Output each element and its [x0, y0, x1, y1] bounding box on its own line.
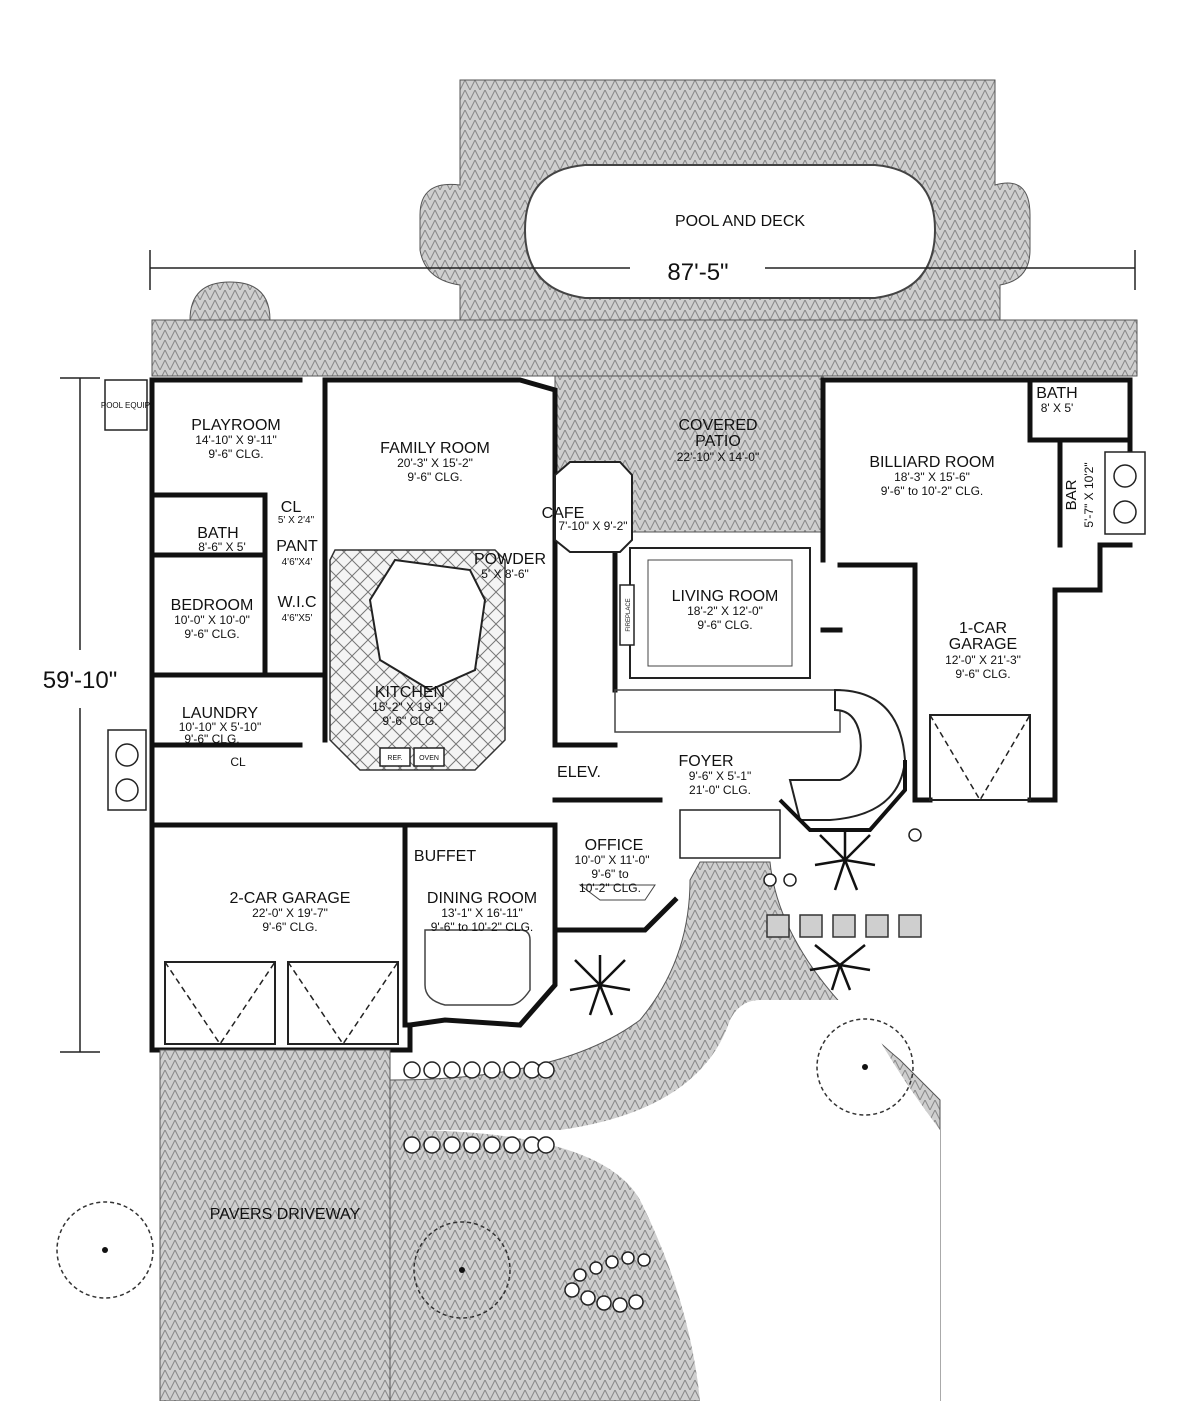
- office-clg-2: 10'-2" CLG.: [579, 881, 641, 895]
- living-room-outline: [629, 547, 811, 679]
- living-room-name: LIVING ROOM: [672, 588, 779, 605]
- interior-walls: [149, 377, 1133, 1028]
- shrubs: [403, 828, 922, 1313]
- billiard-room-dims: 18'-3" X 15'-6": [894, 470, 970, 484]
- office-bay: [578, 884, 656, 901]
- garage-1-clg: 9'-6" CLG.: [955, 667, 1010, 681]
- family-room-clg: 9'-6" CLG.: [407, 470, 462, 484]
- playroom-clg: 9'-6" CLG.: [208, 447, 263, 461]
- playroom-dims: 14'-10" X 9'-11": [195, 433, 277, 447]
- width-label: 87'-5": [667, 259, 728, 286]
- office-clg-1: 9'-6" to: [591, 867, 629, 881]
- office-dims: 10'-0" X 11'-0": [575, 853, 650, 867]
- dining-table: [424, 929, 531, 1006]
- laundry-name: LAUNDRY: [182, 705, 259, 722]
- pantry-name: PANT: [276, 538, 318, 555]
- oven-label: OVEN: [419, 755, 439, 762]
- billiard-room-name: BILLIARD ROOM: [869, 454, 994, 471]
- wic-dims: 4'6"X5': [282, 613, 313, 624]
- kitchen-island: [368, 558, 487, 692]
- depth-label: 59'-10": [43, 667, 117, 694]
- rear-pavers: [151, 319, 1138, 377]
- width-dimension: 87'-5": [149, 250, 1136, 290]
- pool-equip-box: [104, 379, 148, 431]
- fridge: [379, 747, 411, 767]
- bath-upper-dims: 8' X 5': [1041, 401, 1074, 415]
- driveway-pavers: [159, 1049, 391, 1401]
- kitchen-clg: 9'-6" CLG.: [382, 714, 437, 728]
- wic-name: W.I.C: [277, 594, 316, 611]
- planter-squares: [766, 914, 922, 938]
- foyer-clg: 21'-0" CLG.: [689, 783, 751, 797]
- living-room-clg: 9'-6" CLG.: [697, 618, 752, 632]
- playroom-name: PLAYROOM: [191, 417, 281, 434]
- buffet-name: BUFFET: [414, 848, 476, 865]
- kitchen-dims: 15'-2" X 19'-1": [372, 700, 448, 714]
- foyer-name: FOYER: [678, 753, 733, 770]
- garage-doors: [164, 714, 1031, 1046]
- fireplace-label: FIREPLACE: [626, 598, 632, 631]
- covered-patio-name-2: PATIO: [695, 433, 741, 450]
- garage-2-clg: 9'-6" CLG.: [262, 920, 317, 934]
- bath-left-dims: 8'-6" X 5': [198, 540, 246, 554]
- cl-small-name: CL: [230, 755, 246, 769]
- cafe-dims: 7'-10" X 9'-2": [558, 519, 627, 533]
- garage-1-name-1: 1-CAR: [959, 620, 1007, 637]
- powder-dims: 5' X 8'-6": [481, 567, 529, 581]
- pool-shape: [523, 164, 937, 299]
- depth-dimension: 59'-10": [43, 377, 117, 1053]
- foyer-dims: 9'-6" X 5'-1": [689, 769, 751, 783]
- pool-deck: POOL AND DECK: [419, 79, 1031, 321]
- trees: [56, 1018, 914, 1319]
- closet-name: CL: [281, 499, 302, 516]
- pool-equip-label: POOL EQUIP.: [101, 401, 151, 410]
- laundry-dims: 10'-10" X 5'-10": [179, 720, 261, 734]
- oven: [413, 747, 445, 767]
- bath-upper-name: BATH: [1036, 385, 1077, 402]
- garage-1-dims: 12'-0" X 21'-3": [945, 653, 1021, 667]
- spiral-stair: [778, 688, 907, 832]
- office-name: OFFICE: [585, 837, 644, 854]
- covered-patio-name-1: COVERED: [678, 417, 757, 434]
- garage-2-name: 2-CAR GARAGE: [230, 890, 351, 907]
- cafe-outline: [554, 461, 633, 553]
- entry-landing: [679, 809, 781, 859]
- closet-dims: 5' X 2'4": [278, 515, 315, 526]
- bath-left-name: BATH: [197, 525, 238, 542]
- bedroom-name: BEDROOM: [171, 597, 254, 614]
- playroom-bay-pavers: [189, 281, 271, 321]
- dining-room-name: DINING ROOM: [427, 890, 537, 907]
- garage-2-dims: 22'-0" X 19'-7": [252, 906, 328, 920]
- room-labels: PLAYROOM 14'-10" X 9'-11" 9'-6" CLG. FAM…: [171, 385, 1096, 934]
- cafe-name: CAFE: [542, 505, 585, 522]
- fireplace: [619, 584, 635, 646]
- bedroom-clg: 9'-6" CLG.: [184, 627, 239, 641]
- palms: [569, 830, 876, 1016]
- pantry-dims: 4'6"X4': [282, 557, 313, 568]
- elev-name: ELEV.: [557, 764, 601, 781]
- lawn: [400, 1000, 940, 1401]
- family-room-dims: 20'-3" X 15'-2": [397, 456, 473, 470]
- gallery: [614, 689, 841, 733]
- driveway-label: PAVERS DRIVEWAY: [210, 1206, 361, 1223]
- covered-patio-dims: 22'-10" X 14'-0": [677, 450, 759, 464]
- bar-name: BAR: [1063, 479, 1080, 510]
- family-room-name: FAMILY ROOM: [380, 440, 490, 457]
- kitchen-name: KITCHEN: [375, 684, 445, 701]
- dining-room-clg: 9'-6" to 10'-2" CLG.: [431, 920, 533, 934]
- billiard-room-clg: 9'-6" to 10'-2" CLG.: [881, 484, 983, 498]
- living-room-dims: 18'-2" X 12'-0": [687, 604, 763, 618]
- dining-room-dims: 13'-1" X 16'-11": [441, 906, 523, 920]
- pool-label: POOL AND DECK: [675, 213, 805, 230]
- powder-name: POWDER: [474, 551, 546, 568]
- ac-units: [107, 451, 1146, 811]
- living-room-inset: [647, 559, 793, 667]
- bedroom-dims: 10'-0" X 10'-0": [174, 613, 250, 627]
- ref-label: REF.: [387, 755, 402, 762]
- bar-dims: 5'-7" X 10'2": [1082, 462, 1096, 527]
- laundry-clg: 9'-6" CLG.: [184, 732, 239, 746]
- garage-1-name-2: GARAGE: [949, 636, 1017, 653]
